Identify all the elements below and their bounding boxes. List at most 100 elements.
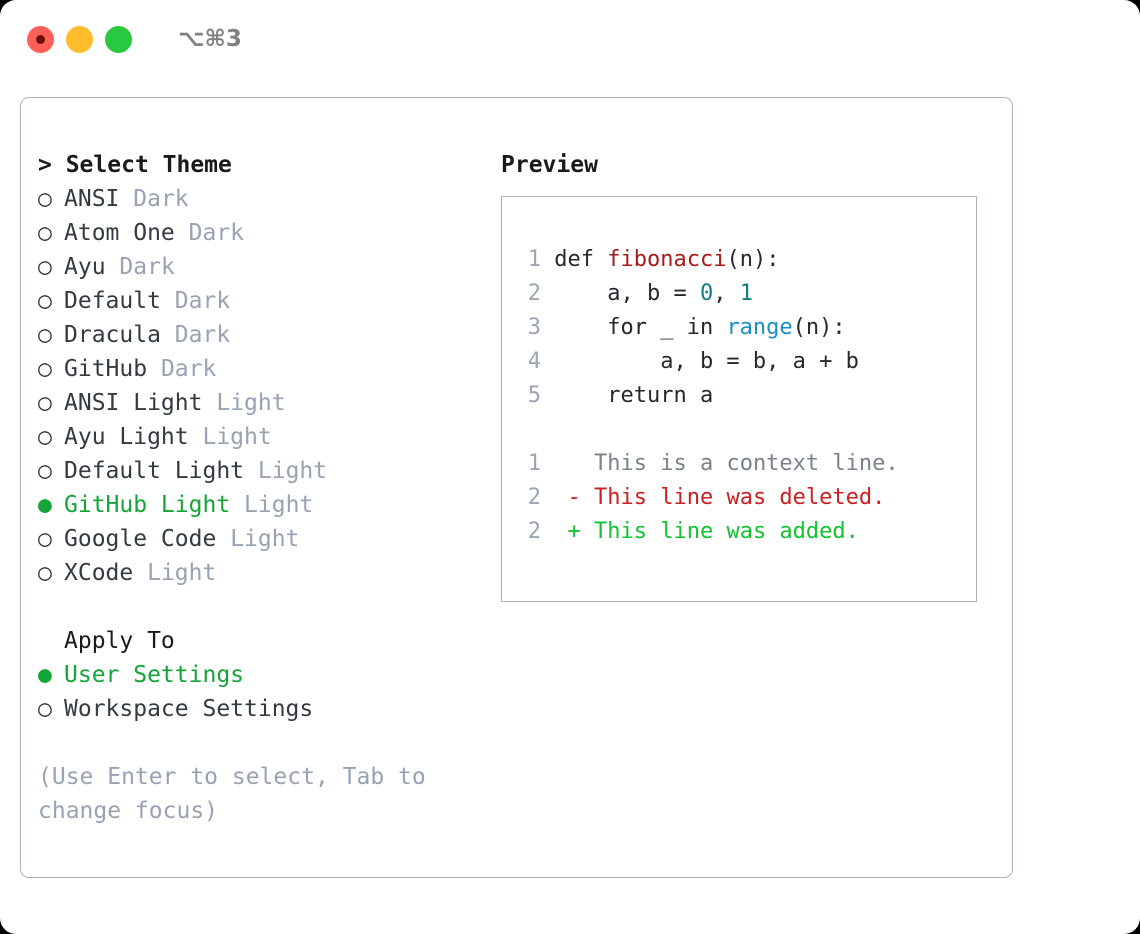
diff-line: 1 This is a context line. (513, 447, 899, 481)
label-spacer (161, 322, 175, 348)
section-spacer (38, 590, 498, 624)
theme-variant-badge: Dark (174, 322, 231, 348)
gutter-spacer (541, 281, 554, 306)
theme-option-github[interactable]: ○GitHub Dark (38, 352, 498, 386)
radio-unselected-icon: ○ (38, 220, 52, 246)
code-token: fibonacci (607, 247, 727, 272)
theme-option-xcode[interactable]: ○XCode Light (38, 556, 498, 590)
gutter-spacer (541, 315, 554, 340)
maximize-dot-icon[interactable] (105, 25, 132, 53)
code-line-number: 3 (527, 315, 541, 340)
radio-unselected-icon: ○ (38, 322, 52, 348)
theme-option-google-code[interactable]: ○Google Code Light (38, 522, 498, 556)
code-line: 3 for _ in range(n): (513, 311, 899, 345)
label-spacer (244, 458, 258, 484)
diff-marker-icon: + (567, 519, 594, 544)
apply-to-option-list: ●User Settings ○ Workspace Settings (38, 658, 498, 726)
theme-option-label: Atom One (64, 220, 175, 246)
code-line-number: 2 (527, 281, 541, 306)
radio-unselected-icon: ○ (38, 186, 52, 212)
label-spacer (189, 424, 203, 450)
code-line: 2 a, b = 0, 1 (513, 277, 899, 311)
code-line: 4 a, b = b, a + b (513, 345, 899, 379)
code-token: def (554, 247, 608, 272)
diff-line: 2 - This line was deleted. (513, 481, 899, 515)
select-theme-heading: > Select Theme (38, 148, 498, 182)
apply-to-heading-label: Apply To (64, 628, 175, 654)
apply-to-option-label: User Settings (64, 662, 245, 688)
main-panel: > Select Theme ○ANSI Dark○Atom One Dark○… (20, 97, 1013, 878)
apply-to-option-user-settings[interactable]: ●User Settings (38, 658, 498, 692)
radio-unselected-icon: ○ (38, 390, 52, 416)
theme-variant-badge: Light (230, 526, 300, 552)
theme-variant-badge: Dark (119, 254, 175, 280)
diff-line-text: This line was deleted. (594, 485, 886, 510)
gutter-spacer (541, 485, 568, 510)
code-blank-line (513, 413, 899, 447)
radio-unselected-icon: ○ (38, 696, 52, 722)
theme-variant-badge: Light (257, 458, 328, 484)
theme-option-default-light[interactable]: ○Default Light Light (38, 454, 498, 488)
code-line: 1 def fibonacci(n): (513, 243, 899, 277)
code-token: (n): (726, 247, 780, 272)
theme-option-label: Google Code (64, 526, 217, 552)
diff-marker-icon (568, 451, 595, 476)
code-line: 5 return a (513, 379, 899, 413)
radio-unselected-icon: ○ (38, 254, 52, 280)
gutter-spacer (541, 349, 554, 374)
radio-selected-icon: ● (38, 492, 52, 518)
theme-variant-badge: Dark (188, 220, 245, 246)
diff-line-number: 2 (527, 519, 541, 544)
theme-option-dracula[interactable]: ○ Dracula Dark (38, 318, 498, 352)
code-token: a, b = b, a + b (554, 349, 859, 374)
theme-option-ayu-light[interactable]: ○Ayu Light Light (38, 420, 498, 454)
apply-to-option-workspace-settings[interactable]: ○ Workspace Settings (38, 692, 498, 726)
code-token: range (726, 315, 793, 340)
theme-option-atom-one[interactable]: ○ Atom One Dark (38, 216, 498, 250)
minimize-dot-icon[interactable] (66, 25, 93, 53)
theme-option-label: GitHub Light (64, 492, 231, 518)
theme-option-ayu[interactable]: ○ Ayu Dark (38, 250, 498, 284)
code-token: (n): (792, 315, 846, 340)
theme-option-label: XCode (64, 560, 134, 586)
code-line-number: 1 (527, 247, 541, 272)
theme-variant-badge: Dark (133, 186, 189, 212)
theme-option-github-light[interactable]: ● GitHub Light Light (38, 488, 498, 522)
preview-column: Preview 1 def fibonacci(n):2 a, b = 0, 1… (501, 148, 996, 602)
label-spacer (106, 254, 120, 280)
title-bar: ⌥⌘3 (0, 0, 1140, 78)
theme-variant-badge: Light (244, 492, 314, 518)
theme-option-ansi[interactable]: ○ANSI Dark (38, 182, 498, 216)
recording-indicator-icon (36, 34, 45, 44)
gutter-spacer (541, 383, 554, 408)
theme-option-label: Dracula (64, 322, 161, 348)
diff-marker-icon: - (567, 485, 594, 510)
theme-option-default[interactable]: ○Default Dark (38, 284, 498, 318)
select-theme-heading-label: Select Theme (65, 152, 232, 178)
theme-option-label: ANSI Light (64, 390, 203, 416)
label-spacer (119, 186, 133, 212)
gutter-spacer (541, 451, 568, 476)
theme-option-ansi-light[interactable]: ○ANSI Light Light (38, 386, 498, 420)
label-spacer (202, 390, 216, 416)
preview-heading: Preview (501, 152, 598, 178)
label-spacer (147, 356, 161, 382)
code-token: for _ in (554, 315, 727, 340)
label-spacer (161, 288, 175, 314)
gutter-spacer (541, 247, 554, 272)
diff-line-number: 2 (527, 485, 541, 510)
code-token: , (713, 281, 740, 306)
diff-line-text: This is a context line. (594, 451, 899, 476)
radio-unselected-icon: ○ (38, 458, 52, 484)
apply-to-option-label: Workspace Settings (64, 696, 314, 722)
code-line-number: 5 (527, 383, 541, 408)
theme-variant-badge: Light (147, 560, 217, 586)
close-dot-icon[interactable] (27, 25, 54, 53)
theme-selection-column: > Select Theme ○ANSI Dark○Atom One Dark○… (38, 148, 498, 828)
code-token: a, b = (554, 281, 700, 306)
theme-option-label: Ayu Light (64, 424, 189, 450)
theme-option-label: Ayu (64, 254, 106, 280)
